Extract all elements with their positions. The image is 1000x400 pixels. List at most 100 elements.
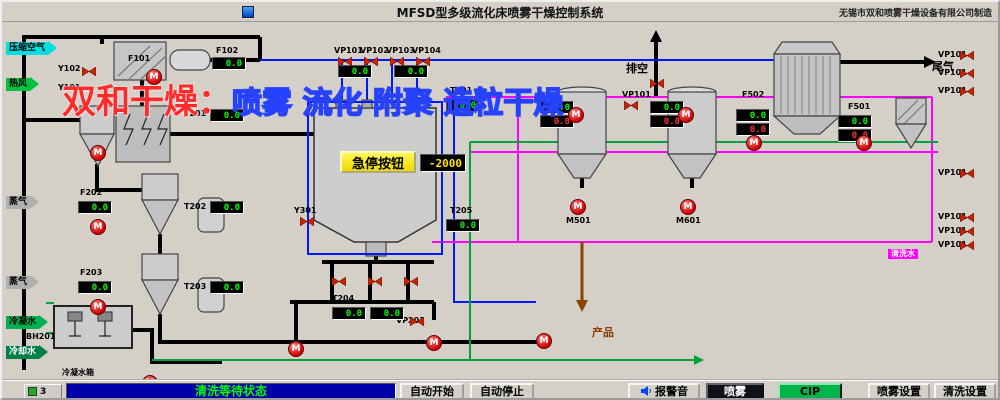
feed-arrow: 热风	[6, 77, 40, 91]
value-readout: 0.0	[212, 57, 246, 70]
valve-icon[interactable]	[650, 79, 664, 88]
feed-arrowhead-icon	[30, 195, 40, 209]
instrument-tag: 排空	[626, 62, 648, 75]
valve-icon[interactable]	[624, 101, 638, 110]
pump-motor-icon[interactable]: M	[426, 335, 442, 351]
status-message: 清洗等待状态	[66, 383, 396, 398]
spray-settings-button[interactable]: 喷雾设置	[868, 383, 930, 398]
valve-icon[interactable]	[390, 57, 404, 66]
valve-icon[interactable]	[960, 241, 974, 250]
equipment-shapes	[53, 41, 928, 349]
pump-motor-icon[interactable]: M	[856, 135, 872, 151]
feed-arrow: 冷凝水	[6, 315, 49, 329]
valve-icon[interactable]	[332, 277, 346, 286]
instrument-tag: T204	[332, 294, 355, 303]
feed-label: 冷凝水	[6, 315, 40, 329]
instrument-tag: VP103	[386, 46, 415, 55]
dryer-blue-loop	[307, 101, 443, 255]
valve-icon[interactable]	[364, 57, 378, 66]
level-display: -2000	[420, 154, 466, 172]
valve-icon[interactable]	[338, 57, 352, 66]
cip-button[interactable]: CIP	[778, 383, 842, 398]
instrument-tag: F501	[848, 102, 871, 111]
pump-motor-icon[interactable]: M	[536, 333, 552, 349]
instrument-tag: T205	[450, 206, 473, 215]
instrument-tag: F202	[80, 188, 103, 197]
valve-icon[interactable]	[368, 277, 382, 286]
clean-settings-button[interactable]: 清洗设置	[934, 383, 996, 398]
value-readout: 0.0	[210, 109, 244, 122]
auto-start-button[interactable]: 自动开始	[400, 383, 464, 398]
auto-stop-button[interactable]: 自动停止	[470, 383, 534, 398]
instrument-tag: VP104	[412, 46, 441, 55]
valve-icon[interactable]	[416, 57, 430, 66]
pump-motor-icon[interactable]: M	[146, 69, 162, 85]
alarm-sound-label: 报警音	[655, 385, 688, 398]
valve-icon[interactable]	[960, 51, 974, 60]
feed-label: 蒸气	[6, 195, 31, 209]
feed-label: 热风	[6, 77, 31, 91]
instrument-tag: VP102	[360, 46, 389, 55]
alarm-sound-button[interactable]: 报警音	[628, 383, 700, 399]
feed-arrowhead-icon	[39, 315, 49, 329]
feed-arrow: 压缩空气	[6, 41, 58, 55]
spray-settings-label: 喷雾设置	[877, 385, 921, 398]
cip-label: CIP	[799, 385, 821, 398]
instrument-tag: VP101	[622, 90, 651, 99]
pump-motor-icon[interactable]: M	[90, 299, 106, 315]
spray-label: 喷雾	[724, 385, 746, 398]
instrument-tag: Y101	[58, 83, 81, 92]
feed-label: 冷却水	[6, 345, 40, 359]
status-indicator: 3	[24, 384, 62, 398]
speaker-icon	[640, 385, 652, 399]
valve-icon[interactable]	[960, 169, 974, 178]
value-readout: 0.0	[78, 201, 112, 214]
instrument-tag: VP101	[938, 212, 967, 221]
valve-icon[interactable]	[300, 217, 314, 226]
pump-motor-icon[interactable]: M	[680, 199, 696, 215]
app-icon	[242, 6, 254, 18]
feed-arrowhead-icon	[30, 275, 40, 289]
valve-icon[interactable]	[960, 87, 974, 96]
pump-motor-icon[interactable]: M	[288, 341, 304, 357]
black-pipes	[22, 35, 924, 370]
company-name: 无锡市双和喷雾干燥设备有限公司制造	[838, 9, 992, 19]
value-readout: 0.0	[370, 307, 404, 320]
emergency-stop-button[interactable]: 急停按钮	[340, 151, 416, 173]
value-readout: 0.0	[838, 115, 872, 128]
pump-motor-icon[interactable]: M	[678, 107, 694, 123]
valve-icon[interactable]	[960, 227, 974, 236]
value-readout: 0.0	[736, 109, 770, 122]
valve-icon[interactable]	[410, 317, 424, 326]
value-readout: 0.0	[338, 65, 372, 78]
instrument-tag: M501	[566, 216, 591, 225]
feed-arrow: 蒸气	[6, 195, 40, 209]
pump-motor-icon[interactable]: M	[746, 135, 762, 151]
instrument-tag: VP101	[938, 86, 967, 95]
valve-icon[interactable]	[960, 69, 974, 78]
pipe-label: 清洗水	[888, 249, 918, 259]
instrument-tag: VP101	[938, 68, 967, 77]
valve-icon[interactable]	[960, 213, 974, 222]
value-readout: 0.0	[78, 281, 112, 294]
pump-motor-icon[interactable]: M	[90, 145, 106, 161]
value-readout: 0.0	[332, 307, 366, 320]
instrument-tag: Y301	[294, 206, 317, 215]
title-bar: MFSD型多级流化床喷雾干燥控制系统 无锡市双和喷雾干燥设备有限公司制造	[2, 2, 998, 22]
pump-motor-icon[interactable]: M	[570, 199, 586, 215]
footer-bar: 3 清洗等待状态 自动开始 自动停止 报警音 喷雾 CIP 喷雾设置 清洗设置	[2, 379, 998, 399]
status-lamp-icon	[28, 387, 37, 396]
feed-arrowhead-icon	[48, 41, 58, 55]
clean-settings-label: 清洗设置	[943, 385, 987, 398]
spray-button[interactable]: 喷雾	[706, 383, 764, 398]
pump-motor-icon[interactable]: M	[568, 107, 584, 123]
feed-arrowhead-icon	[30, 77, 40, 91]
pump-motor-icon[interactable]: M	[90, 219, 106, 235]
valve-icon[interactable]	[82, 67, 96, 76]
process-diagram	[22, 30, 938, 370]
valve-icon[interactable]	[404, 277, 418, 286]
instrument-tag: VP101	[334, 46, 363, 55]
auto-start-label: 自动开始	[410, 385, 454, 398]
